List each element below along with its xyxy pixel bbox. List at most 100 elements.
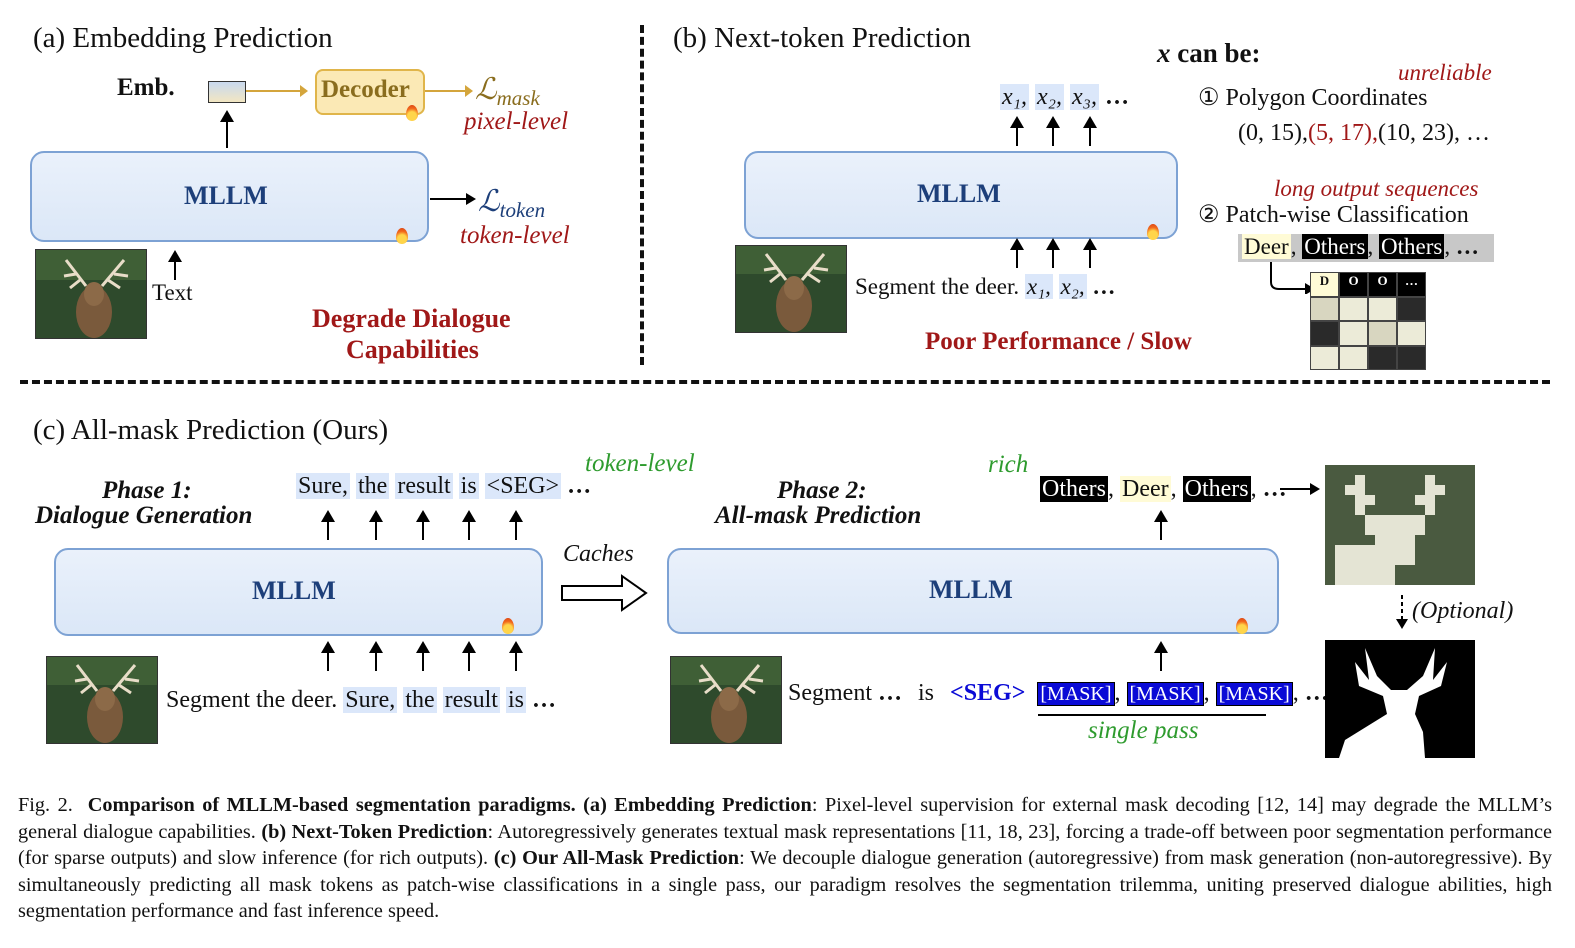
output-arrow bbox=[1154, 510, 1168, 540]
phase1-line2: Dialogue Generation bbox=[35, 502, 253, 529]
loss-token-symbol: ℒ bbox=[478, 185, 500, 218]
ellipsis: … bbox=[531, 687, 556, 713]
deer-image bbox=[670, 656, 782, 744]
loss-mask: ℒmask bbox=[475, 72, 540, 111]
output-others: Others bbox=[1040, 476, 1108, 502]
output-arrow bbox=[369, 510, 383, 540]
flame-icon bbox=[1236, 618, 1248, 634]
ellipsis: … bbox=[1105, 84, 1129, 110]
patch-token-others: Others bbox=[1302, 234, 1368, 259]
deer-photo-icon bbox=[736, 246, 846, 332]
loss-token-sub: token bbox=[499, 198, 546, 222]
caption-b-text: : Autoregressively generates textual mas… bbox=[18, 820, 1553, 870]
output-token: x₂, bbox=[1035, 84, 1064, 110]
grid-cell bbox=[1339, 321, 1368, 346]
caption-b-label: (b) Next-Token Prediction bbox=[261, 820, 488, 843]
input-arrow bbox=[1154, 641, 1168, 671]
deer-image bbox=[46, 656, 158, 744]
flame-icon bbox=[1147, 224, 1159, 240]
input-arrow bbox=[369, 641, 383, 671]
output-tokens-c2: Others, Deer, Others, … bbox=[1040, 476, 1287, 502]
poor-performance-label: Poor Performance / Slow bbox=[925, 328, 1192, 355]
grid-header-cell: O bbox=[1368, 272, 1397, 297]
token-level-label: token-level bbox=[460, 222, 570, 249]
text-label: Text bbox=[152, 280, 193, 305]
emb-to-decoder-arrow bbox=[246, 85, 308, 97]
output-token: x₁, bbox=[1000, 84, 1029, 110]
grid-cell bbox=[1397, 321, 1426, 346]
caption-a-label: (a) Embedding Prediction bbox=[583, 794, 812, 816]
long-output-label: long output sequences bbox=[1274, 176, 1479, 201]
input-arrow bbox=[1046, 238, 1060, 268]
output-tokens-c1: Sure, the result is <SEG> … bbox=[296, 473, 591, 500]
ellipsis: … bbox=[1455, 234, 1479, 259]
refined-mask-icon bbox=[1339, 648, 1447, 758]
caption-lead: Fig. 2. bbox=[18, 794, 73, 816]
input-token: the bbox=[403, 687, 437, 713]
unreliable-label: unreliable bbox=[1398, 60, 1492, 85]
grid-cell bbox=[1397, 296, 1426, 321]
mllm-label-b: MLLM bbox=[917, 179, 1001, 208]
output-token: the bbox=[356, 473, 390, 499]
mllm-label-c2: MLLM bbox=[929, 575, 1013, 604]
input-token: is bbox=[505, 687, 526, 713]
circled-two-icon: ② bbox=[1198, 202, 1220, 228]
ellipsis: … bbox=[1092, 274, 1116, 299]
pixel-level-label: pixel-level bbox=[464, 108, 569, 135]
prompt-b: Segment the deer. x₁, x₂, … bbox=[855, 274, 1115, 300]
prompt-text: Segment the deer. bbox=[855, 274, 1020, 299]
single-pass-label: single pass bbox=[1088, 717, 1199, 744]
grid-cell bbox=[1339, 345, 1368, 370]
grid-cell bbox=[1310, 321, 1339, 346]
degrade-line2: Capabilities bbox=[346, 335, 479, 364]
prompt-c1: Segment the deer. Sure, the result is … bbox=[166, 687, 556, 714]
output-arrow bbox=[509, 510, 523, 540]
input-token: result bbox=[442, 687, 500, 713]
prompt-is: is bbox=[918, 680, 935, 706]
output-arrow bbox=[462, 510, 476, 540]
optional-label: (Optional) bbox=[1412, 598, 1514, 624]
grid-cell bbox=[1310, 345, 1339, 370]
output-token: Sure, bbox=[296, 473, 350, 499]
option-2: ② Patch-wise Classification bbox=[1198, 200, 1469, 229]
panel-a-title: (a) Embedding Prediction bbox=[33, 22, 333, 54]
patch-tokens: Deer, Others, Others, … bbox=[1238, 234, 1494, 262]
emb-label: Emb. bbox=[117, 74, 175, 101]
grid-cell bbox=[1310, 296, 1339, 321]
loss-mask-symbol: ℒ bbox=[475, 73, 497, 106]
token-level-label-c: token-level bbox=[585, 450, 695, 477]
grid-cell bbox=[1397, 345, 1426, 370]
x-can-be: x can be: bbox=[1157, 38, 1261, 69]
input-arrow bbox=[1083, 238, 1097, 268]
coord: (0, 15), bbox=[1238, 120, 1308, 146]
mllm-to-emb-arrow bbox=[220, 110, 234, 148]
vertical-divider bbox=[640, 25, 644, 365]
option-1: ① Polygon Coordinates bbox=[1198, 83, 1428, 112]
text-input-arrow bbox=[168, 250, 182, 280]
patch-mask-icon bbox=[1325, 465, 1475, 585]
grid-cell bbox=[1368, 345, 1397, 370]
grid-cell bbox=[1339, 296, 1368, 321]
decoder-label: Decoder bbox=[321, 76, 410, 103]
patch-mask-image bbox=[1325, 465, 1475, 585]
deer-image bbox=[35, 249, 147, 339]
patch-token-deer: Deer bbox=[1242, 234, 1291, 259]
input-token: Sure, bbox=[343, 687, 398, 713]
input-arrow bbox=[1010, 238, 1024, 268]
output-arrow bbox=[1046, 116, 1060, 146]
caches-label: Caches bbox=[563, 541, 634, 567]
patch-to-grid-arrow bbox=[1270, 262, 1315, 294]
mllm-block-b bbox=[744, 151, 1178, 239]
figure-caption: Fig. 2. Comparison of MLLM-based segment… bbox=[18, 792, 1552, 925]
grid-cell bbox=[1368, 321, 1397, 346]
output-arrow bbox=[1010, 116, 1024, 146]
seg-token: <SEG> bbox=[950, 680, 1026, 706]
caption-a-text: : Pixel-level supervision for external m… bbox=[18, 794, 1553, 843]
mllm-block-a bbox=[30, 151, 429, 242]
ellipsis: … bbox=[1304, 680, 1329, 706]
coord-unreliable: (5, 17), bbox=[1307, 120, 1378, 146]
ellipsis: … bbox=[567, 473, 592, 499]
decoder-to-loss-arrow bbox=[425, 85, 473, 97]
input-token: x₂, bbox=[1058, 274, 1087, 299]
output-token: is bbox=[458, 473, 479, 499]
